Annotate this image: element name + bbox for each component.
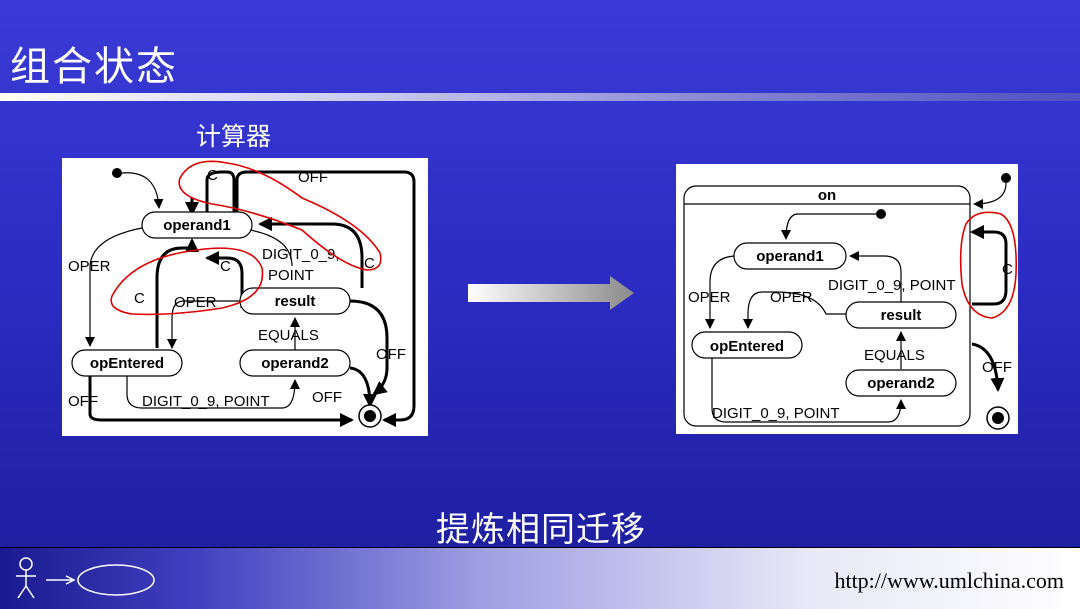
state-operand2-label: operand2: [261, 355, 329, 372]
annotation-circle-top: [178, 160, 382, 271]
label-c-right: C: [364, 255, 375, 272]
composite-state-on-label: on: [818, 187, 836, 204]
outer-initial-pseudostate: [1001, 173, 1011, 183]
label-off-right: OFF: [376, 346, 406, 363]
state-operand1-label: operand1: [163, 217, 231, 234]
label-digit-1: DIGIT_0_9,: [262, 246, 340, 263]
label-off-bottom-mid: OFF: [312, 389, 342, 406]
label-oper-mid: OPER: [770, 289, 813, 306]
slide-title: 组合状态: [10, 44, 178, 90]
state-result-label: result: [881, 307, 922, 324]
label-point: POINT: [268, 267, 314, 284]
label-digit-bottom: DIGIT_0_9, POINT: [712, 405, 840, 422]
footer-url[interactable]: http://www.umlchina.com: [834, 568, 1064, 593]
state-operand2-label: operand2: [867, 375, 935, 392]
label-c-left: C: [134, 290, 145, 307]
state-result: [845, 301, 957, 329]
state-result-label: result: [275, 293, 316, 310]
initial-pseudostate: [112, 168, 122, 178]
label-c-top: C: [207, 167, 218, 184]
annotation-circle-right: [959, 211, 1018, 319]
label-digit-point: DIGIT_0_9, POINT: [828, 277, 956, 294]
label-digit-bottom: DIGIT_0_9, POINT: [142, 393, 270, 410]
uml-logo: [8, 554, 158, 608]
state-operand2: [845, 369, 957, 397]
state-opEntered: [691, 331, 803, 359]
label-equals: EQUALS: [258, 327, 319, 344]
title-underline: [0, 93, 1080, 101]
label-off-top: OFF: [298, 169, 328, 186]
label-oper-mid: OPER: [174, 294, 217, 311]
inner-initial-pseudostate: [876, 209, 886, 219]
diagram-caption: 计算器: [196, 122, 272, 151]
label-equals: EQUALS: [864, 347, 925, 364]
label-oper-left: OPER: [688, 289, 731, 306]
state-operand2: [239, 349, 351, 377]
label-off-bottom-left: OFF: [68, 393, 98, 410]
label-oper-left: OPER: [68, 258, 111, 275]
left-state-diagram: operand1 result opEntered operand2: [62, 158, 428, 436]
label-off: OFF: [982, 359, 1012, 376]
transform-arrow: [468, 276, 636, 314]
state-opEntered-label: opEntered: [710, 338, 784, 355]
state-opEntered-label: opEntered: [90, 355, 164, 372]
bottom-caption: 提炼相同迁移: [436, 510, 646, 550]
right-state-diagram: on operand1 result opEntered operand2: [676, 164, 1018, 434]
footer-bar: http://www.umlchina.com: [0, 547, 1080, 609]
annotation-circle-left: [110, 247, 264, 316]
state-operand1-label: operand1: [756, 248, 824, 265]
label-c: C: [1002, 261, 1013, 278]
label-c-mid: C: [220, 258, 231, 275]
